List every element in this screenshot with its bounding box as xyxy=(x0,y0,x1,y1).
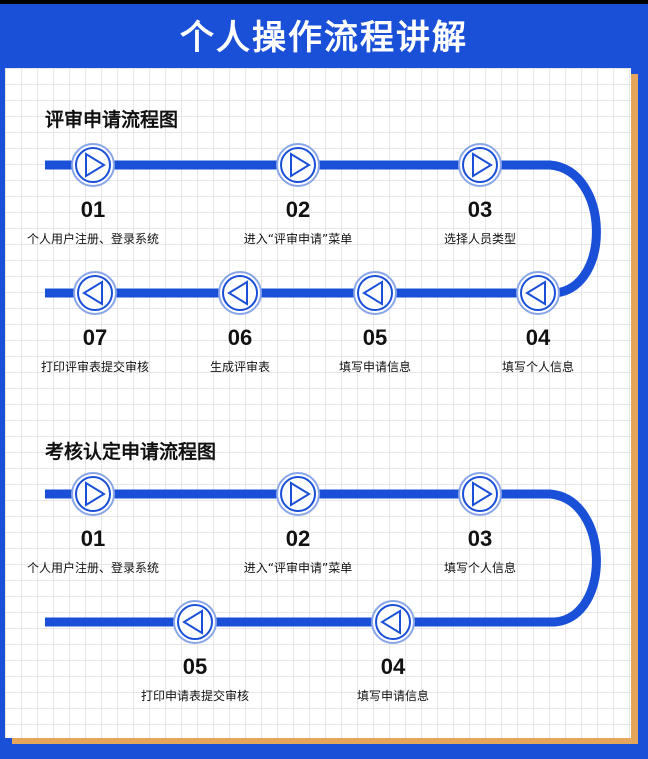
step-number: 03 xyxy=(467,526,493,551)
page-title: 个人操作流程讲解 xyxy=(180,18,468,58)
play-right-icon xyxy=(276,472,320,516)
section-title-review: 评审申请流程图 xyxy=(45,109,179,131)
section-title-assessment: 考核认定申请流程图 xyxy=(45,441,217,463)
step-number: 07 xyxy=(82,325,108,350)
flow-track xyxy=(45,160,601,298)
step-label: 个人用户注册、登录系统 xyxy=(26,232,159,246)
flow-track xyxy=(45,489,601,627)
step-number: 02 xyxy=(285,197,311,222)
step-label: 生成评审表 xyxy=(209,360,270,374)
step-number: 03 xyxy=(467,197,493,222)
play-left-icon xyxy=(353,271,397,315)
step-label: 打印申请表提交审核 xyxy=(140,689,249,703)
step-number: 01 xyxy=(80,197,106,222)
step-label: 选择人员类型 xyxy=(443,232,516,246)
play-right-icon xyxy=(458,143,502,187)
play-right-icon xyxy=(71,472,115,516)
step-label: 个人用户注册、登录系统 xyxy=(26,561,159,575)
step-label: 进入“评审申请”菜单 xyxy=(243,561,353,575)
step-number: 05 xyxy=(362,325,388,350)
step-label: 填写个人信息 xyxy=(501,360,574,374)
play-left-icon xyxy=(73,271,117,315)
play-left-icon xyxy=(173,600,217,644)
step-label: 填写申请信息 xyxy=(356,689,429,703)
step-label: 填写个人信息 xyxy=(443,561,516,575)
step-number: 04 xyxy=(380,654,406,679)
play-left-icon xyxy=(218,271,262,315)
step-label: 填写申请信息 xyxy=(338,360,411,374)
play-left-icon xyxy=(516,271,560,315)
step-number: 04 xyxy=(525,325,551,350)
top-bar xyxy=(0,0,648,4)
play-right-icon xyxy=(276,143,320,187)
step-number: 06 xyxy=(227,325,253,350)
step-label: 进入“评审申请”菜单 xyxy=(243,232,353,246)
step-number: 02 xyxy=(285,526,311,551)
play-left-icon xyxy=(371,600,415,644)
play-right-icon xyxy=(458,472,502,516)
step-label: 打印评审表提交审核 xyxy=(40,360,149,374)
step-number: 05 xyxy=(182,654,208,679)
step-number: 01 xyxy=(80,526,106,551)
play-right-icon xyxy=(71,143,115,187)
